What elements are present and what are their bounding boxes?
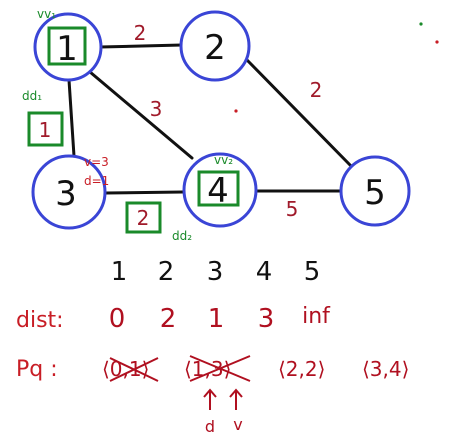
dist-value-4: 3 <box>258 304 275 334</box>
annotation-vv1: vv₁ <box>37 7 56 21</box>
pq-pointers <box>203 388 243 410</box>
index-2: 2 <box>158 257 175 287</box>
node-1: 1 <box>33 12 103 82</box>
weight-1-2: 2 <box>134 21 147 45</box>
index-5: 5 <box>304 257 321 287</box>
node-3-label: 3 <box>55 174 77 214</box>
weight-2-5: 2 <box>310 78 323 102</box>
pointer-d-arrow <box>203 388 217 410</box>
node-1-highlight-box <box>47 26 87 66</box>
boxed-weight-1-3-label: 1 <box>39 118 52 142</box>
node-1-label: 1 <box>56 29 78 69</box>
weight-1-4: 3 <box>150 97 163 121</box>
dist-label: dist: <box>16 308 64 333</box>
annotation-v3: v=3 <box>84 155 109 169</box>
pointer-d-label: d <box>205 417 215 436</box>
pq-label: Pq : <box>16 357 58 382</box>
edges <box>67 43 354 195</box>
annotation-d1: d=1 <box>84 174 109 188</box>
dist-value-3: 1 <box>208 304 225 334</box>
boxed-weight-3-4: 2 <box>125 201 162 234</box>
node-5-label: 5 <box>364 173 386 213</box>
pq-item-1-strike-b <box>189 355 251 382</box>
index-4: 4 <box>256 257 273 287</box>
pq-item-0-text: ⟨0,1⟩ <box>102 357 149 381</box>
index-row: 1 2 3 4 5 <box>111 257 321 287</box>
pq-item-0-strike-b <box>109 357 159 382</box>
pq-item-1-text: ⟨1,3⟩ <box>184 357 231 381</box>
weight-4-5: 5 <box>286 197 299 221</box>
edge-1-4 <box>88 70 194 160</box>
pq-item-3-text: ⟨3,4⟩ <box>362 357 409 381</box>
pointer-v-label: v <box>233 415 242 434</box>
pq-item-1: ⟨1,3⟩ <box>184 355 251 382</box>
dist-value-1: 0 <box>109 304 126 334</box>
dist-row: dist: 0 2 1 3 inf <box>16 304 331 334</box>
node-2: 2 <box>179 10 251 82</box>
index-1: 1 <box>111 257 128 287</box>
dist-value-5: inf <box>302 304 331 329</box>
edge-2-5 <box>245 58 354 169</box>
node-4-highlight-box <box>197 170 240 207</box>
node-4: 4 <box>182 152 258 228</box>
nodes: 1 2 3 4 5 <box>31 10 411 230</box>
boxed-weight-1-3: 1 <box>27 111 64 147</box>
index-3: 3 <box>207 257 224 287</box>
stray-dots <box>234 22 439 113</box>
edge-weights: 2 3 2 5 <box>134 21 323 221</box>
node-3: 3 <box>31 154 107 230</box>
annotation-dd1: dd₁ <box>22 89 42 103</box>
pq-row: Pq : ⟨0,1⟩ ⟨1,3⟩ ⟨2,2⟩ ⟨3,4⟩ <box>16 355 409 382</box>
edge-1-2 <box>98 43 184 49</box>
pointer-v-arrow <box>229 388 243 410</box>
edge-3-4 <box>104 190 185 195</box>
annotation-dd2: dd₂ <box>172 229 192 243</box>
pq-item-0: ⟨0,1⟩ <box>102 357 159 382</box>
node-4-label: 4 <box>207 171 229 211</box>
pq-item-2-text: ⟨2,2⟩ <box>278 357 325 381</box>
edge-1-3 <box>67 78 76 158</box>
annotation-vv2: vv₂ <box>214 153 233 167</box>
node-2-label: 2 <box>204 28 226 68</box>
node-5: 5 <box>339 155 411 227</box>
boxed-weight-3-4-label: 2 <box>137 206 150 230</box>
dist-value-2: 2 <box>160 304 177 334</box>
